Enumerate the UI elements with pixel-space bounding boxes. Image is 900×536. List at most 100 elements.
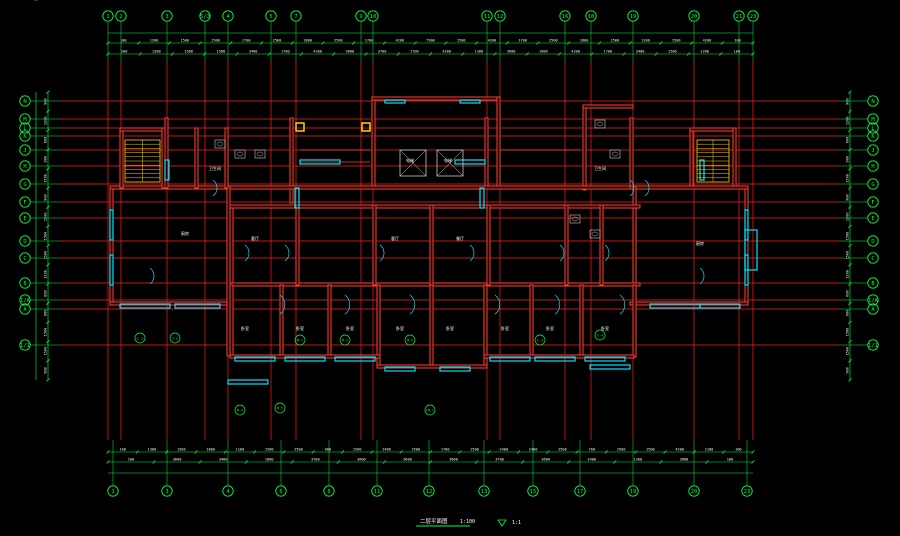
bottom-dim-row2-tick — [705, 460, 709, 464]
left-dim-chain-tick — [46, 243, 50, 248]
bottom-dim-row1-label: 900 — [325, 448, 332, 452]
opening-tag-label: M-4 — [237, 409, 243, 413]
top-dim-row1-label: 2500 — [610, 39, 619, 43]
bottom-dim-row2-tick — [106, 460, 110, 464]
top-dim-row2-label: 1300 — [475, 50, 484, 54]
right-axis-bubble-label: M — [871, 117, 875, 123]
door-swing-icon — [212, 179, 218, 197]
right-axis-bubble-label: D — [871, 239, 874, 245]
top-dim-row1-tick — [659, 41, 663, 45]
bottom-dim-row1-tick — [516, 450, 521, 454]
top-dim-row1-tick — [198, 41, 202, 45]
top-dim-row1-label: 4200 — [703, 39, 712, 43]
room-label: 卧室 — [241, 325, 249, 331]
right-axis-bubble-label: 1/A — [868, 298, 879, 304]
top-dim-row2-label: 1500 — [217, 50, 226, 54]
top-dim-row2-tick — [267, 52, 272, 56]
left-dim-chain-tick — [46, 359, 50, 363]
window-opening — [439, 366, 471, 372]
elevator-left-icon-cross — [399, 149, 427, 177]
left-dim-chain-label: 900 — [44, 367, 48, 374]
wall-segment — [109, 185, 114, 305]
bottom-dim-row1-label: 2500 — [558, 448, 567, 452]
top-dim-row1-label: 1800 — [303, 39, 312, 43]
top-dim-row2-tick — [654, 52, 659, 56]
basin-icon — [571, 216, 579, 222]
opening-tag-label: C-2 — [172, 337, 178, 341]
door-swing-icon — [469, 244, 475, 262]
bottom-dim-row1-label: 1500 — [646, 448, 655, 452]
top-dim-row2-label: 1500 — [184, 50, 193, 54]
sink-icon — [594, 119, 606, 129]
wall-segment — [376, 284, 381, 366]
bottom-dim-row1-tick — [751, 450, 755, 454]
door-swing-icon — [604, 244, 610, 262]
bottom-dim-row1-tick — [721, 450, 726, 454]
window-opening — [699, 303, 741, 309]
opening-tag-label: M-3 — [407, 339, 413, 343]
top-axis-bubble-label: 5/3 — [200, 14, 210, 20]
top-axis-bubble-label: 10 — [370, 14, 377, 20]
window-opening — [699, 159, 705, 181]
basin-icon — [596, 121, 604, 127]
sink-icon — [234, 149, 246, 159]
bottom-axis-bubble-label: 3 — [165, 489, 168, 495]
top-dim-row1-tick — [351, 41, 356, 45]
bottom-axis-bubble-label: 11 — [374, 489, 381, 495]
bottom-axis-bubble-label: 20 — [691, 489, 698, 495]
left-dim-chain-tick — [46, 301, 50, 305]
bottom-dim-row1-tick — [399, 450, 403, 454]
top-dim-row1-tick — [720, 41, 725, 45]
bottom-axis-bubble-label: 15 — [530, 489, 537, 495]
bottom-dim-row1-tick — [487, 450, 491, 454]
top-dim-row2-tick — [525, 52, 530, 56]
door-swing-icon — [619, 294, 626, 315]
window-opening — [174, 303, 221, 309]
right-dim-chain-tick — [848, 301, 852, 305]
bottom-dim-row1-label: 700 — [589, 448, 596, 452]
opening-tag-label: M-5 — [277, 407, 283, 411]
right-axis-bubble-label: B — [871, 281, 875, 287]
plan-title-block: 二层平面图 1:100 1:1 — [416, 517, 521, 527]
bottom-axis-bubble-label: 19 — [630, 489, 637, 495]
door-swing-icon — [699, 267, 705, 285]
top-dim-row2-label: 4200 — [313, 50, 322, 54]
right-dim-chain-label: 900 — [846, 98, 850, 105]
room-label: 卧室 — [396, 325, 404, 331]
door-swing-icon — [629, 179, 635, 197]
opening-tag-label: C-1 — [137, 337, 143, 341]
elevator-left-icon — [399, 149, 427, 177]
bottom-dim-row2-tick — [290, 460, 295, 464]
right-dim-chain-tick — [848, 243, 852, 248]
bottom-dim-row1-label: 2500 — [617, 448, 626, 452]
top-axis-bubble-label: 16 — [562, 14, 569, 20]
left-dim-chain-tick — [46, 205, 50, 209]
left-axis-bubble-label: D — [23, 239, 26, 245]
window-opening — [234, 356, 276, 362]
bottom-axis-bubble-label: 8 — [327, 489, 330, 495]
room-label: 卧室 — [546, 325, 554, 331]
left-dim-chain-tick — [46, 109, 50, 113]
window-opening — [334, 356, 376, 362]
wall-segment — [732, 127, 737, 189]
right-dim-chain-tick — [848, 109, 852, 113]
bottom-dim-row1-tick — [458, 450, 462, 454]
highlight-marker — [295, 122, 305, 132]
elevator-right-icon-cross — [436, 149, 464, 177]
wall-segment — [371, 96, 376, 188]
right-dim-chain-label: 600 — [846, 290, 850, 297]
door-swing-icon — [379, 244, 385, 262]
bottom-dim-row2-label: 3600 — [357, 458, 366, 462]
window-opening — [227, 379, 269, 385]
bottom-dim-row1-tick — [223, 450, 228, 454]
left-dim-chain-tick — [46, 147, 50, 152]
top-dim-row2-tick — [170, 52, 175, 56]
right-axis-bubble-label: J — [871, 148, 874, 154]
left-dim-chain-tick — [46, 128, 50, 133]
right-axis-bubble-label: N — [871, 99, 874, 105]
left-axis-bubble-label: K — [23, 134, 27, 140]
right-dim-chain-tick — [848, 378, 852, 382]
right-dim-chain-label: 1500 — [846, 212, 850, 221]
window-opening — [384, 366, 416, 372]
bottom-dim-row2-label: 1300 — [633, 458, 642, 462]
